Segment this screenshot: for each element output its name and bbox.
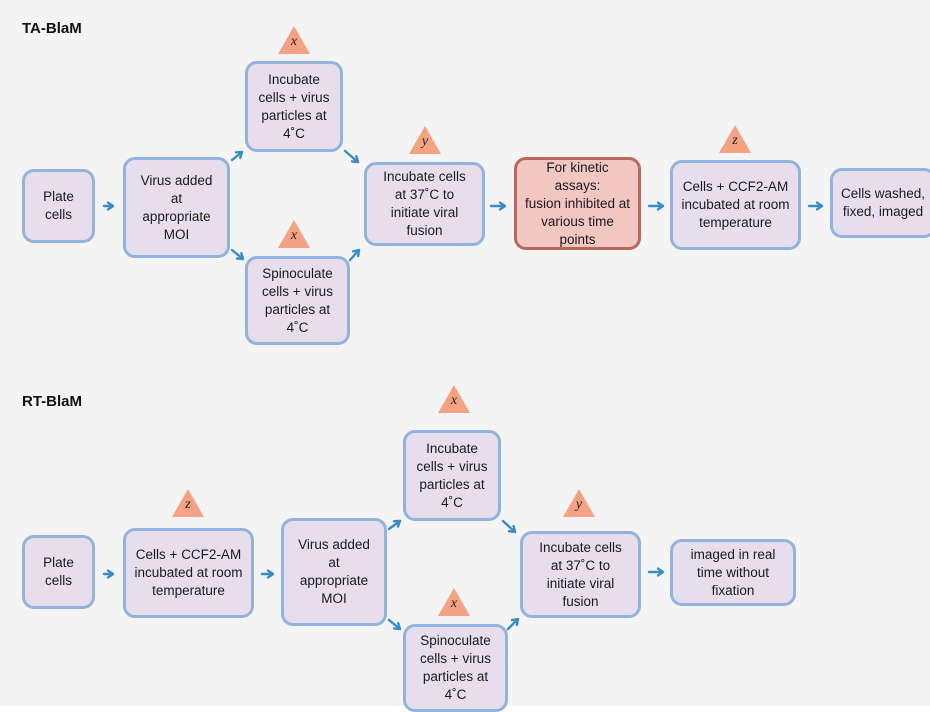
rt-arrow-incubate4-to-incubate37 [501, 519, 517, 534]
ta-x-top-marker: x [277, 25, 311, 55]
rt-x-top-marker: x [437, 384, 471, 414]
rt-arrow-plate-to-ccf2 [102, 569, 115, 579]
rt-imaged-real-time-box: imaged in real time without fixation [670, 539, 796, 606]
ta-x-bottom-marker: x [277, 219, 311, 249]
ta-plate-cells-box: Plate cells [22, 169, 95, 243]
ta-arrow-virus-to-incubate4 [230, 150, 244, 162]
ta-virus-added-box: Virus added at appropriate MOI [123, 157, 230, 258]
triangle-icon [438, 385, 470, 413]
triangle-icon [719, 125, 751, 153]
ta-incubate-4c-box: Incubate cells + virus particles at 4˚C [245, 61, 343, 152]
triangle-icon [438, 588, 470, 616]
triangle-icon [409, 126, 441, 154]
ta-arrow-ccf2-to-washed [807, 201, 824, 211]
triangle-icon [278, 220, 310, 248]
ta-arrow-incubate4-to-incubate37 [343, 149, 360, 164]
ta-ccf2-am-box: Cells + CCF2-AM incubated at room temper… [670, 160, 801, 250]
rt-arrow-ccf2-to-virus [260, 569, 275, 579]
ta-y-marker: y [408, 125, 442, 155]
rt-x-bottom-marker: x [437, 587, 471, 617]
rt-incubate-4c-box: Incubate cells + virus particles at 4˚C [403, 430, 501, 521]
ta-arrow-incubate37-to-kinetic [489, 201, 507, 211]
triangle-icon [278, 26, 310, 54]
ta-cells-washed-box: Cells washed, fixed, imaged [830, 168, 930, 238]
rt-virus-added-box: Virus added at appropriate MOI [281, 518, 387, 626]
triangle-icon [172, 489, 204, 517]
ta-arrow-virus-to-spinoculate [230, 248, 245, 261]
ta-arrow-plate-to-virus [102, 201, 115, 211]
rt-arrow-virus-to-spinoculate [387, 618, 402, 631]
ta-blam-title: TA-BlaM [22, 20, 82, 37]
rt-ccf2-am-box: Cells + CCF2-AM incubated at room temper… [123, 528, 254, 618]
ta-spinoculate-box: Spinoculate cells + virus particles at 4… [245, 256, 350, 345]
rt-incubate-37c-box: Incubate cells at 37˚C to initiate viral… [520, 531, 641, 618]
rt-y-marker: y [562, 488, 596, 518]
ta-kinetic-assays-box: For kinetic assays: fusion inhibited at … [514, 157, 641, 250]
rt-plate-cells-box: Plate cells [22, 535, 95, 609]
rt-arrow-incubate37-to-realtime [647, 567, 665, 577]
rt-arrow-virus-to-incubate4 [387, 519, 402, 531]
triangle-icon [563, 489, 595, 517]
ta-z-marker: z [718, 124, 752, 154]
rt-blam-title: RT-BlaM [22, 393, 82, 410]
ta-arrow-kinetic-to-ccf2 [647, 201, 665, 211]
ta-incubate-37c-box: Incubate cells at 37˚C to initiate viral… [364, 162, 485, 246]
rt-spinoculate-box: Spinoculate cells + virus particles at 4… [403, 624, 508, 712]
rt-arrow-spinoculate-to-incubate37 [506, 617, 520, 631]
rt-z-marker: z [171, 488, 205, 518]
ta-arrow-spinoculate-to-incubate37 [348, 248, 361, 262]
